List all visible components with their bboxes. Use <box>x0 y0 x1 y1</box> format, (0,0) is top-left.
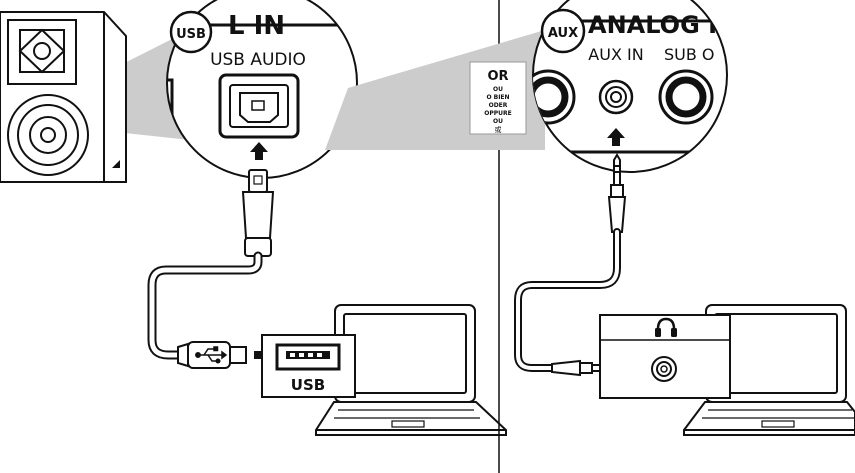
usb-badge-label: USB <box>176 27 206 42</box>
arrow-icon <box>250 142 268 160</box>
or-note: OR OU O BIEN ODER OPPURE OU 或 <box>469 61 527 135</box>
aux-in-label: AUX IN <box>588 45 643 64</box>
or-line-5: OU <box>493 118 503 125</box>
or-line-3: ODER <box>489 102 508 109</box>
sub-out-label: SUB O <box>664 45 715 64</box>
headphone-port-callout <box>599 314 731 399</box>
or-line-4: OPPURE <box>484 110 512 117</box>
laptop-left <box>315 304 507 436</box>
or-line-1: OU <box>493 86 503 93</box>
aux-badge-label: AUX <box>548 26 578 41</box>
or-line-6: 或 <box>495 125 502 134</box>
usb-port-callout: USB <box>261 334 356 398</box>
aux-badge <box>540 8 586 54</box>
aux-heading-fragment: ANALOG IN <box>588 11 737 39</box>
headphones-icon <box>655 317 677 337</box>
or-main: OR <box>487 69 508 84</box>
usb-b-plug <box>241 169 275 257</box>
arrow-icon <box>607 128 625 146</box>
usb-audio-label: USB AUDIO <box>210 50 306 70</box>
usb-symbol-icon <box>195 346 228 364</box>
computer-usb-label: USB <box>291 376 325 394</box>
zoom-circle-aux: ANALOG IN AUX IN SUB O AUX <box>532 0 737 173</box>
usb-heading-fragment: L IN <box>228 11 285 41</box>
aux-plug-top <box>607 153 627 233</box>
zoom-circle-usb: L IN USB AUDIO USB <box>166 0 358 179</box>
speaker <box>0 11 127 183</box>
usb-badge <box>169 10 213 54</box>
or-line-2: O BIEN <box>486 94 509 101</box>
